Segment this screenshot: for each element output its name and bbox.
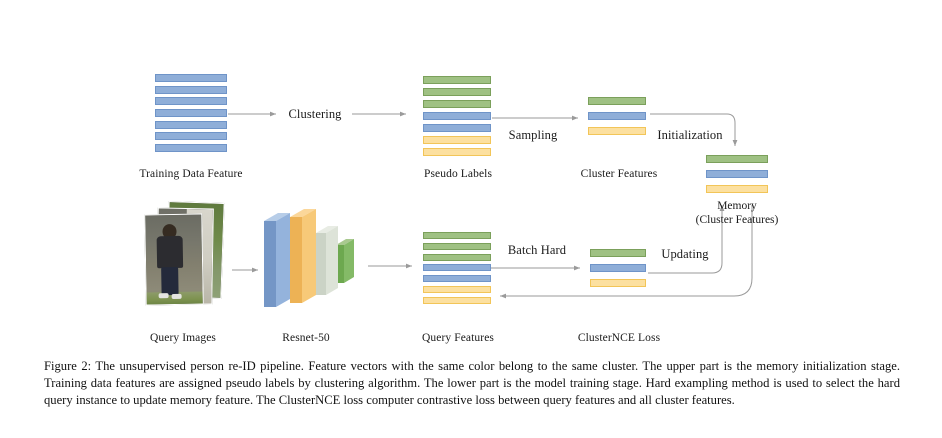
resnet-slab-blue-face [264,221,276,307]
clusternce-loss-bars [590,249,646,287]
resnet-slab-gray-top [316,226,338,233]
resnet-slab-gray-side [326,226,338,295]
feature-bar [155,85,227,94]
feature-bar [706,155,768,163]
pseudo-labels-bars [423,76,491,156]
label-batch-hard: Batch Hard [507,243,567,257]
feature-bar [423,275,491,283]
label-cluster-features: Cluster Features [580,168,658,180]
feature-bar [155,97,227,106]
cluster-features-bars [588,97,646,135]
photo-person-shoe [171,293,182,300]
label-query-features: Query Features [422,332,494,344]
label-clusternce-loss: ClusterNCE Loss [577,332,661,344]
resnet-slab-yellow-top [290,209,316,217]
resnet-slab-green-top [336,239,354,245]
feature-bar [423,136,491,144]
feature-bar [423,253,491,261]
resnet-slab-blue-side [276,213,290,307]
query-images-collage [144,200,231,306]
query-photo [144,213,204,306]
feature-bar [423,148,491,156]
resnet-50-diagram [264,209,354,307]
label-memory-line1: Memory [717,200,757,212]
label-initialization: Initialization [657,128,723,142]
feature-bar [155,132,227,141]
feature-bar [423,112,491,120]
label-resnet-50: Resnet-50 [282,332,330,344]
label-pseudo-labels: Pseudo Labels [423,168,493,180]
label-updating: Updating [661,247,709,261]
resnet-slab-yellow-face [290,217,302,303]
feature-bar [588,112,646,120]
label-memory-line2: (Cluster Features) [695,214,779,226]
memory-bars [706,155,768,193]
photo-person-shoe [158,293,169,299]
feature-bar [155,120,227,129]
label-sampling: Sampling [508,128,558,142]
feature-bar [423,232,491,239]
feature-bar [590,264,646,272]
feature-bar [590,249,646,257]
feature-bar [706,185,768,193]
photo-person-legs [161,266,179,296]
feature-bar [590,279,646,287]
photo-person-torso [156,235,184,269]
feature-bar [423,296,491,304]
feature-bar [706,170,768,178]
training-data-feature-bars [155,74,227,152]
resnet-slab-blue-top [264,213,290,221]
caption-text: The unsupervised person re-ID pipeline. … [44,359,900,408]
feature-bar [423,76,491,84]
feature-bar [155,74,227,82]
resnet-slab-green-side [344,239,354,283]
feature-bar [423,286,491,294]
feature-bar [155,143,227,152]
feature-bar [588,97,646,105]
feature-bar [588,127,646,135]
feature-bar [155,108,227,117]
label-clustering: Clustering [288,107,342,121]
query-features-bars [423,232,491,304]
label-training-data-feature: Training Data Feature [139,168,243,180]
feature-bar [423,88,491,96]
figure-caption: Figure 2: The unsupervised person re-ID … [44,358,900,410]
feature-bar [423,264,491,272]
resnet-slab-gray-face [316,233,326,295]
label-query-images: Query Images [149,332,217,344]
resnet-slab-yellow-side [302,209,316,303]
feature-bar [423,100,491,108]
feature-bar [423,124,491,132]
feature-bar [423,242,491,250]
caption-label: Figure 2: [44,359,92,373]
